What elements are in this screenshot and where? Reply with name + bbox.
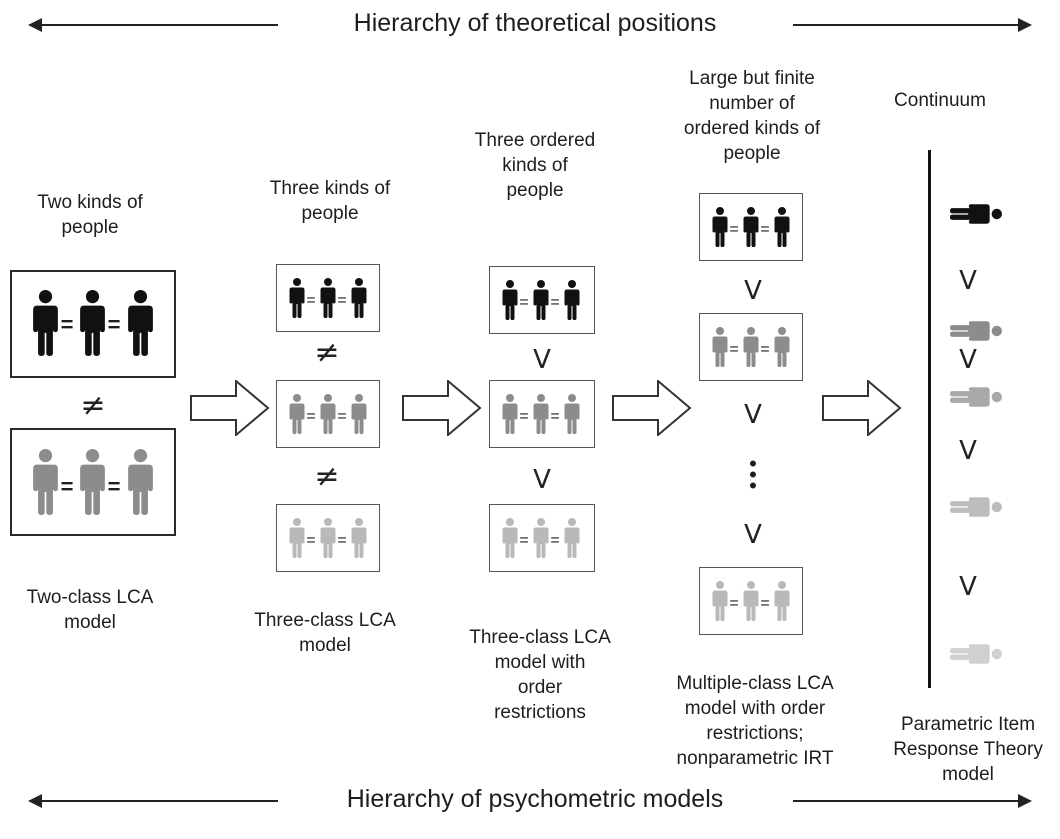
- transition-arrow-4: [822, 380, 901, 436]
- col2-bottom-label: Three-class LCA model: [254, 610, 396, 656]
- equals-sign: =: [337, 532, 347, 549]
- equals-sign: =: [550, 294, 560, 311]
- col5-bottom-label: Parametric Item Response Theory model: [893, 714, 1043, 785]
- page-title: Hierarchy of theoretical positions: [353, 9, 717, 37]
- col3-order-sign-1: V: [533, 345, 551, 375]
- continuum-person-1: [950, 204, 1002, 224]
- col3-order-sign-2: V: [533, 465, 551, 495]
- equals-sign: =: [60, 474, 74, 499]
- equals-sign: =: [760, 595, 770, 612]
- col1-bottom-label: Two-class LCA model: [26, 587, 154, 633]
- col2-not-equal-sign-2: ≠: [314, 459, 340, 494]
- col3-class2-people: [502, 394, 580, 434]
- transition-arrow-2: [402, 380, 481, 436]
- equals-sign: =: [306, 292, 316, 309]
- continuum-person-3: [950, 387, 1002, 407]
- col5-order-sign-3: V: [959, 436, 977, 466]
- col2-class2-people: [289, 394, 367, 434]
- col1-not-equal-sign: ≠: [80, 388, 106, 423]
- top-right-arrow: [793, 18, 1032, 32]
- equals-sign: =: [729, 341, 739, 358]
- col5-order-sign-1: V: [959, 266, 977, 296]
- equals-sign: =: [729, 221, 739, 238]
- continuum-axis: [928, 150, 931, 688]
- col5-order-sign-4: V: [959, 572, 977, 602]
- equals-sign: =: [306, 532, 316, 549]
- col2-class1-people: [289, 278, 367, 318]
- continuum-person-4: [950, 497, 1002, 517]
- equals-sign: =: [337, 408, 347, 425]
- equals-sign: =: [107, 312, 121, 337]
- col5-top-label: Continuum: [894, 90, 986, 111]
- equals-sign: =: [550, 408, 560, 425]
- col4-class2-people: [712, 327, 790, 367]
- continuum-person-2: [950, 321, 1002, 341]
- bottom-right-arrow: [793, 794, 1032, 808]
- equals-sign: =: [107, 474, 121, 499]
- equals-sign: =: [60, 312, 74, 337]
- equals-sign: =: [519, 532, 529, 549]
- equals-sign: =: [306, 408, 316, 425]
- equals-sign: =: [519, 408, 529, 425]
- equals-sign: =: [337, 292, 347, 309]
- col4-order-sign-1: V: [744, 276, 762, 306]
- col2-top-label: Three kinds of people: [269, 178, 391, 224]
- col1-class2-people: [33, 449, 153, 515]
- col4-class4-people: [712, 581, 790, 621]
- col1-class1-people: [33, 290, 153, 356]
- col3-class3-people: [502, 518, 580, 558]
- equals-sign: =: [519, 294, 529, 311]
- top-left-arrow: [28, 18, 278, 32]
- col4-ellipsis: •••: [749, 451, 757, 498]
- col4-order-sign-3: V: [744, 520, 762, 550]
- col2-class3-people: [289, 518, 367, 558]
- col3-class1-people: [502, 280, 580, 320]
- equals-sign: =: [550, 532, 560, 549]
- continuum-person-5: [950, 644, 1002, 664]
- equals-sign: =: [760, 341, 770, 358]
- transition-arrow-3: [612, 380, 691, 436]
- col4-order-sign-2: V: [744, 400, 762, 430]
- col3-top-label: Three ordered kinds of people: [474, 130, 596, 201]
- col4-top-label: Large but finite number of ordered kinds…: [683, 68, 821, 164]
- equals-sign: =: [729, 595, 739, 612]
- transition-arrow-1: [190, 380, 269, 436]
- col5-order-sign-2: V: [959, 345, 977, 375]
- footer-title: Hierarchy of psychometric models: [346, 785, 724, 813]
- col3-bottom-label: Three-class LCA model with order restric…: [469, 627, 611, 723]
- col1-top-label: Two kinds of people: [37, 192, 143, 238]
- bottom-left-arrow: [28, 794, 278, 808]
- col4-bottom-label: Multiple-class LCA model with order rest…: [676, 673, 834, 769]
- col4-class1-people: [712, 207, 790, 247]
- col2-not-equal-sign-1: ≠: [314, 335, 340, 370]
- equals-sign: =: [760, 221, 770, 238]
